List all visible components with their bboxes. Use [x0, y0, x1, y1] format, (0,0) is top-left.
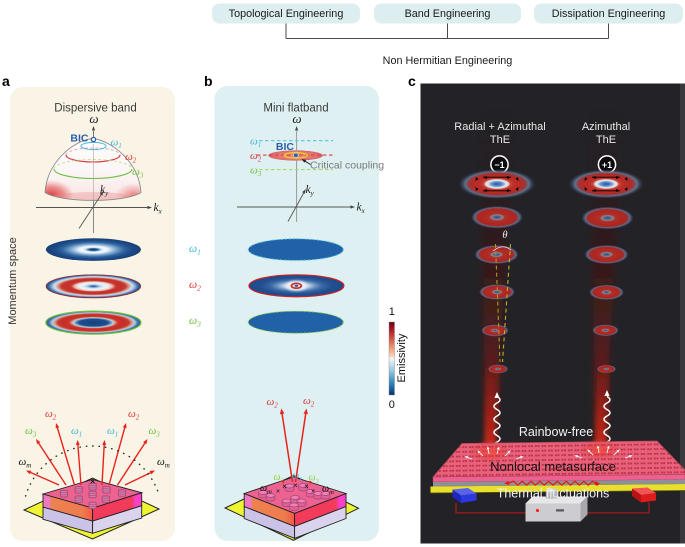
- svg-text:ω2: ω2: [267, 396, 279, 410]
- svg-text:ωm: ωm: [19, 456, 32, 470]
- svg-text:kx: kx: [357, 202, 366, 216]
- svg-text:Momentum space: Momentum space: [7, 237, 19, 324]
- svg-text:ω2: ω2: [128, 408, 140, 422]
- svg-text:ky: ky: [306, 184, 315, 198]
- svg-text:Topological Engineering: Topological Engineering: [229, 8, 344, 20]
- svg-text:ω1: ω1: [292, 471, 302, 484]
- svg-text:Emissivity: Emissivity: [396, 333, 408, 382]
- svg-text:ω3: ω3: [149, 425, 161, 439]
- svg-text:+1: +1: [602, 160, 612, 170]
- svg-text:×: ×: [276, 489, 280, 496]
- svg-text:Mini flatband: Mini flatband: [263, 103, 328, 115]
- svg-text:ω3: ω3: [132, 166, 144, 180]
- svg-text:Azimuthal: Azimuthal: [582, 121, 630, 133]
- svg-text:b: b: [204, 73, 213, 89]
- svg-text:0: 0: [389, 399, 395, 411]
- svg-text:ωm: ωm: [260, 483, 272, 496]
- svg-text:ω3: ω3: [189, 315, 201, 329]
- svg-text:ω2: ω2: [45, 408, 57, 422]
- svg-text:ω1: ω1: [111, 137, 122, 151]
- svg-text:ky: ky: [100, 184, 109, 198]
- svg-text:c: c: [408, 73, 416, 89]
- svg-text:ω: ω: [89, 111, 98, 126]
- svg-text:×: ×: [90, 476, 95, 486]
- svg-text:ω1: ω1: [250, 136, 261, 150]
- svg-text:Dissipation Engineering: Dissipation Engineering: [552, 8, 665, 20]
- svg-text:a: a: [2, 73, 10, 89]
- svg-text:ThE: ThE: [490, 134, 510, 146]
- svg-text:Thermal fluctuations: Thermal fluctuations: [497, 487, 610, 501]
- svg-text:ω2: ω2: [125, 151, 137, 165]
- svg-text:1: 1: [389, 306, 395, 318]
- svg-text:ωm: ωm: [322, 484, 334, 497]
- svg-text:Band Engineering: Band Engineering: [405, 8, 491, 20]
- svg-text:×: ×: [311, 489, 315, 496]
- svg-text:×: ×: [304, 482, 309, 491]
- svg-text:×: ×: [293, 481, 298, 490]
- svg-text:Non Hermitian Engineering: Non Hermitian Engineering: [383, 55, 513, 67]
- svg-text:ω3: ω3: [309, 473, 320, 486]
- svg-text:ω: ω: [292, 111, 301, 126]
- svg-text:ω2: ω2: [250, 150, 262, 164]
- svg-text:Rainbow-free: Rainbow-free: [519, 425, 593, 439]
- svg-text:ω1: ω1: [107, 425, 118, 439]
- svg-text:Critical coupling: Critical coupling: [310, 160, 384, 172]
- svg-text:BIC: BIC: [276, 141, 295, 153]
- svg-text:BIC: BIC: [70, 133, 89, 145]
- svg-text:Dispersive band: Dispersive band: [54, 103, 136, 115]
- svg-text:ωm: ωm: [157, 456, 170, 470]
- svg-text:ω1: ω1: [189, 243, 201, 257]
- svg-text:ω2: ω2: [189, 279, 201, 293]
- svg-text:ω2: ω2: [303, 395, 315, 409]
- svg-text:Radial + Azimuthal: Radial + Azimuthal: [454, 121, 545, 133]
- svg-text:ω1: ω1: [71, 425, 82, 439]
- svg-text:kx: kx: [154, 202, 163, 216]
- svg-text:ThE: ThE: [596, 134, 616, 146]
- svg-text:ω3: ω3: [250, 165, 262, 179]
- svg-text:θ: θ: [502, 230, 507, 241]
- svg-text:ω3: ω3: [25, 425, 37, 439]
- svg-text:×: ×: [282, 482, 287, 491]
- svg-text:−1: −1: [494, 160, 504, 170]
- svg-text:Nonlocal metasurface: Nonlocal metasurface: [490, 459, 616, 474]
